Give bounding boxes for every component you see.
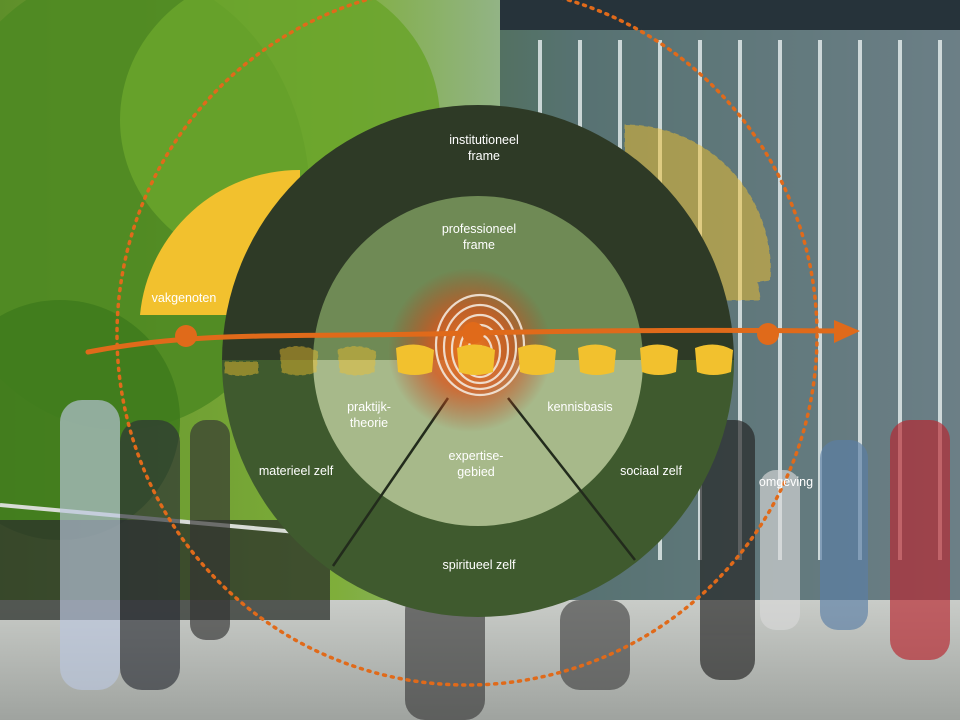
label-practice-theory: praktijk-theorie — [347, 400, 391, 430]
chain-shapes — [224, 344, 733, 376]
sector-dividers — [331, 397, 636, 567]
timeline-dot — [757, 323, 779, 345]
label-social-self: sociaal zelf — [620, 464, 682, 478]
timeline-dot — [175, 325, 197, 347]
chain-shapes-faded — [224, 346, 377, 376]
timeline-dot — [462, 322, 484, 344]
label-knowledge-base: kennisbasis — [547, 400, 612, 414]
environment-circle — [115, 0, 819, 687]
timeline-arrow — [85, 320, 860, 355]
label-peers: vakgenoten — [152, 291, 217, 305]
label-spiritual-self: spiritueel zelf — [443, 558, 516, 572]
expertise-ring — [313, 360, 643, 526]
blurred-pedestrians — [60, 400, 950, 720]
label-material-self: materieel zelf — [259, 464, 334, 478]
label-expertise-area: expertise-gebied — [449, 449, 504, 479]
label-environment: omgeving — [759, 475, 813, 489]
